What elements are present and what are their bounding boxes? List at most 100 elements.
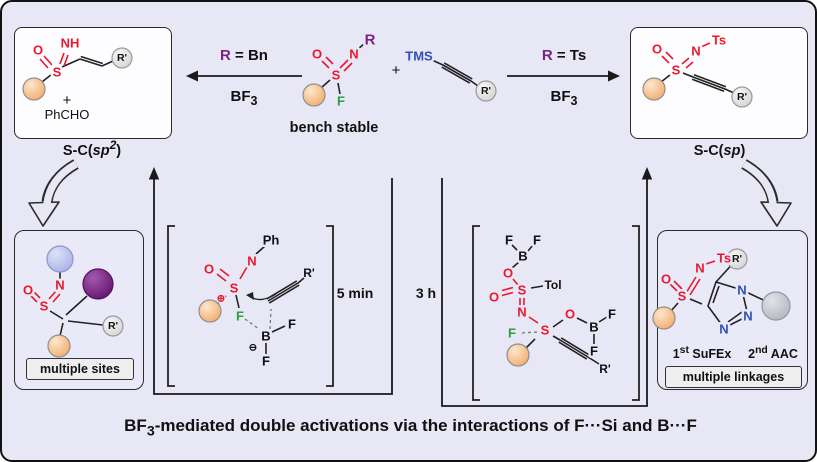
fluorine-atom-3: F bbox=[508, 326, 516, 341]
tms-label: TMS bbox=[405, 49, 433, 64]
intermediate-left-structure: Ph N S ⊕ O F B ⊖ F F R' bbox=[198, 230, 315, 371]
caption-sp2: S-C(sp2) bbox=[22, 139, 162, 160]
mechanism-arrowhead bbox=[246, 292, 254, 300]
plus-sign-sp2: + bbox=[62, 92, 72, 109]
peach-sphere bbox=[198, 299, 222, 323]
right-bracket bbox=[326, 225, 334, 387]
condition-left-label: R = Bn bbox=[198, 47, 290, 64]
left-bracket bbox=[167, 225, 175, 387]
reaction-arrow-left bbox=[186, 70, 302, 82]
oxygen-atom: O bbox=[312, 47, 322, 62]
brackets-right-intermediate bbox=[472, 225, 640, 401]
fluorine-atom-3: F bbox=[262, 354, 270, 369]
caption-sp-italic: sp bbox=[723, 143, 741, 159]
time-right-label: 3 h bbox=[415, 285, 437, 301]
nitrogen-atom: N bbox=[349, 47, 358, 62]
equals-sign: = bbox=[235, 47, 244, 64]
caption-pre: S-C( bbox=[62, 143, 93, 159]
s-double-bonds bbox=[321, 56, 353, 72]
s-double-bonds bbox=[216, 266, 248, 282]
tolyl-label: Tol bbox=[544, 278, 561, 292]
plus-charge: ⊕ bbox=[217, 294, 225, 305]
label-text: SuFEx bbox=[688, 347, 732, 361]
aac-label: 2nd AAC bbox=[742, 344, 804, 361]
arrowhead-left bbox=[186, 70, 198, 82]
condition-left-reagent: BF3 bbox=[198, 88, 290, 108]
reaction-arrow-right bbox=[507, 70, 620, 82]
product-sp-box bbox=[630, 27, 808, 139]
condition-right-label: R = Ts bbox=[518, 47, 610, 64]
right-bracket bbox=[632, 225, 640, 401]
title-bf: BF bbox=[124, 416, 147, 435]
title-bf-subscript: 3 bbox=[146, 423, 155, 440]
curved-shaft-fill bbox=[742, 160, 777, 205]
curved-arrow-left bbox=[28, 159, 79, 227]
equals-sign: = bbox=[556, 47, 566, 64]
ordinal-num: 1 bbox=[672, 347, 680, 361]
multiple-sites-badge: multiple sites bbox=[26, 358, 134, 380]
bench-stable-caption: bench stable bbox=[289, 120, 379, 136]
flow-path-left bbox=[148, 167, 393, 395]
boron-atom: B bbox=[261, 329, 270, 344]
minus-charge: ⊖ bbox=[249, 343, 257, 354]
curved-arrow-right bbox=[741, 159, 792, 227]
bonds bbox=[216, 245, 305, 354]
caption-post: ) bbox=[116, 143, 122, 159]
oxygen-atom: O bbox=[204, 262, 214, 277]
group-bn: Bn bbox=[247, 47, 268, 64]
sulfur-atom-1: S bbox=[518, 283, 527, 298]
curved-arrowhead bbox=[760, 201, 792, 227]
flow-path-right bbox=[441, 167, 653, 407]
curved-arrowhead bbox=[28, 201, 60, 227]
central-structure: S O N F R bbox=[302, 29, 378, 111]
bonds bbox=[431, 59, 479, 87]
brackets-left-intermediate bbox=[167, 225, 334, 387]
caption-sp-italic: sp bbox=[92, 143, 110, 159]
fluorine-atom-1: F bbox=[505, 233, 513, 248]
arrowhead-right bbox=[608, 70, 620, 82]
s-double-bonds bbox=[501, 278, 539, 324]
fluorine-atom-2: F bbox=[533, 233, 541, 248]
r-prime-label: R' bbox=[481, 85, 491, 97]
r-group-label: R bbox=[365, 32, 376, 49]
plus-sign-center: + bbox=[391, 62, 401, 79]
sulfur-atom: S bbox=[230, 281, 239, 296]
bonds bbox=[511, 244, 608, 365]
r-prime-sphere bbox=[475, 80, 497, 102]
nitrogen-atom: N bbox=[517, 305, 526, 320]
peach-sphere bbox=[506, 343, 530, 367]
fluorine-atom: F bbox=[236, 309, 244, 324]
condition-right-reagent: BF3 bbox=[518, 88, 610, 108]
fluorine-atom-4: F bbox=[608, 307, 616, 322]
caption-pre: S-C( bbox=[693, 143, 724, 159]
bonds bbox=[320, 43, 365, 95]
intermediate-right-structure: F F B O S Tol O N S F O B F F R' bbox=[486, 230, 618, 377]
flow-line-right bbox=[441, 176, 648, 407]
bf3-subscript: 3 bbox=[570, 94, 578, 108]
tms-alkyne-structure: TMS R' bbox=[403, 46, 497, 102]
phcho-label: PhCHO bbox=[44, 107, 90, 122]
r-symbol: R bbox=[541, 47, 553, 64]
sufex-label: 1st SuFEx bbox=[662, 345, 742, 361]
r-symbol: R bbox=[220, 47, 231, 64]
r-prime-label: R' bbox=[599, 362, 611, 376]
ordinal-sup: nd bbox=[755, 344, 768, 356]
peach-sphere bbox=[302, 83, 326, 107]
curved-shaft-outline bbox=[741, 159, 779, 204]
caption-sup: 2 bbox=[109, 138, 117, 153]
mechanism-arrow bbox=[248, 293, 277, 301]
curved-shaft-outline bbox=[41, 159, 79, 204]
boron-atom-2: B bbox=[589, 320, 598, 335]
oxygen-atom-1: O bbox=[503, 266, 513, 281]
group-ts: Ts bbox=[569, 47, 587, 64]
time-left-label: 5 min bbox=[336, 285, 374, 301]
phenyl-label: Ph bbox=[263, 233, 280, 248]
bf3-label: BF bbox=[550, 88, 571, 105]
bf3-subscript: 3 bbox=[250, 94, 258, 108]
nitrogen-atom: N bbox=[247, 254, 256, 269]
caption-post: ) bbox=[740, 143, 746, 159]
multiple-linkages-badge: multiple linkages bbox=[665, 366, 802, 388]
arrowhead-up-right bbox=[641, 167, 653, 180]
sulfur-atom: S bbox=[332, 68, 341, 83]
